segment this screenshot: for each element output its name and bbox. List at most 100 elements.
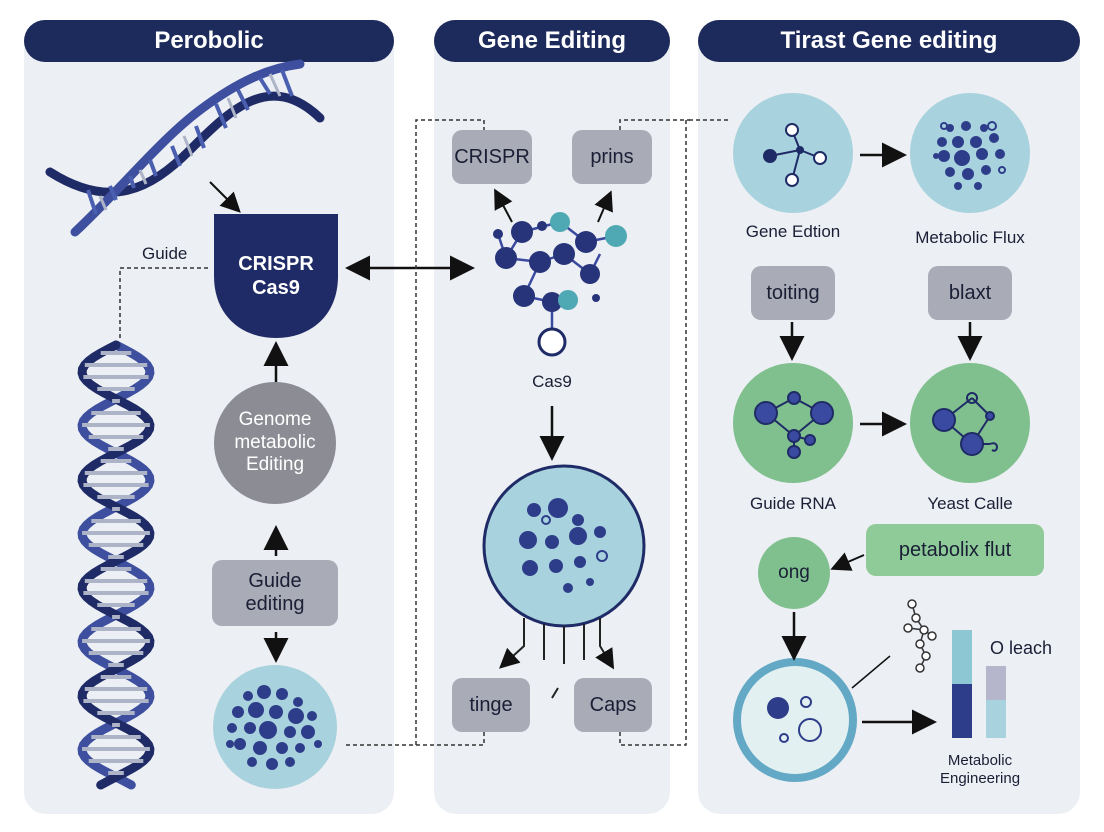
flux-dot bbox=[938, 150, 950, 162]
cell-dot bbox=[285, 757, 295, 767]
flux-dot bbox=[981, 165, 991, 175]
cell-dot bbox=[301, 725, 315, 739]
bar-teal-bottom bbox=[986, 700, 1006, 738]
flux-dot bbox=[974, 182, 982, 190]
guide-label: Guide bbox=[142, 244, 188, 263]
genome-text: Genome metabolic Editing bbox=[214, 402, 336, 484]
guide-rna-network-icon bbox=[754, 391, 834, 459]
panel-header: Perobolic bbox=[24, 20, 394, 62]
arrow bbox=[594, 190, 613, 223]
cell-dot bbox=[596, 550, 608, 562]
gene-edition-circle bbox=[733, 93, 853, 213]
yeast-cell-circle bbox=[910, 363, 1030, 483]
cell-dot bbox=[586, 578, 594, 586]
flux-dot bbox=[961, 121, 971, 131]
cell-dot bbox=[307, 711, 317, 721]
flux-dot bbox=[954, 150, 970, 166]
cell-dot bbox=[269, 705, 283, 719]
arrow bbox=[830, 552, 865, 571]
o-leach-label: O leach bbox=[990, 638, 1053, 658]
panel-title: Tirast Gene editing bbox=[780, 27, 998, 54]
cell-dot bbox=[522, 560, 538, 576]
cell-dot bbox=[549, 559, 563, 573]
cell-dot bbox=[569, 527, 587, 545]
panel-title: Perobolic bbox=[154, 27, 264, 54]
cell-dot bbox=[276, 688, 288, 700]
cell-dot bbox=[527, 503, 541, 517]
cell-dot bbox=[243, 691, 253, 701]
cell-dot bbox=[244, 722, 256, 734]
caps-box: Caps bbox=[574, 678, 652, 732]
flux-dot bbox=[962, 168, 974, 180]
arrow bbox=[494, 188, 513, 223]
engineering-cell-circle bbox=[733, 658, 857, 782]
cas9-label: Cas9 bbox=[532, 372, 572, 391]
cell-dot bbox=[276, 742, 288, 754]
cell-dot bbox=[594, 526, 606, 538]
genome-line: Genome bbox=[238, 408, 312, 430]
ong-label: ong bbox=[778, 561, 810, 583]
cas9-molecule bbox=[493, 212, 627, 357]
yeast-network-icon bbox=[932, 392, 998, 456]
crispr-cas9-shield bbox=[214, 214, 338, 338]
cell-dot bbox=[572, 514, 584, 526]
crispr-cas9-text: CRISPR Cas9 bbox=[214, 246, 338, 306]
prins-box: prins bbox=[572, 130, 652, 184]
panel-header: Gene Editing bbox=[434, 20, 670, 62]
cell-dot bbox=[248, 702, 264, 718]
cell-dot bbox=[232, 706, 244, 718]
flux-dot bbox=[989, 133, 999, 143]
flux-dot bbox=[970, 136, 982, 148]
tinge-box: tinge bbox=[452, 678, 530, 732]
dna-helix-vertical bbox=[77, 340, 155, 790]
flux-dot bbox=[954, 182, 962, 190]
cell-dot bbox=[314, 740, 322, 748]
cell-circle bbox=[482, 464, 646, 628]
panel-header: Tirast Gene editing bbox=[698, 20, 1080, 62]
crispr-box: CRISPR bbox=[452, 130, 532, 184]
network-icon bbox=[763, 123, 827, 187]
cell-dot bbox=[234, 738, 246, 750]
flux-dot bbox=[933, 153, 939, 159]
dashed-connector bbox=[415, 119, 485, 745]
cell-dot bbox=[266, 758, 278, 770]
cell-dot bbox=[563, 583, 573, 593]
flux-dot bbox=[976, 148, 988, 160]
flux-dot bbox=[940, 122, 948, 130]
dashed-connector bbox=[346, 732, 485, 746]
cell-dot bbox=[288, 708, 304, 724]
editing-line: Editing bbox=[245, 454, 305, 476]
flux-dot bbox=[952, 136, 964, 148]
chain-molecule-icon bbox=[903, 599, 937, 673]
petabolix-box: petabolix flut bbox=[866, 524, 1044, 576]
metabolic-line: Metabolic bbox=[947, 752, 1013, 769]
gene-edtion-label: Gene Edtion bbox=[745, 222, 841, 241]
guide-rna-circle bbox=[733, 363, 853, 483]
genome-circle bbox=[214, 382, 336, 504]
guide-line: Guide bbox=[248, 570, 302, 592]
bar-navy-bottom bbox=[952, 684, 972, 738]
metabolic-flux-circle bbox=[910, 93, 1030, 213]
flux-dot bbox=[980, 124, 988, 132]
cas9-line: Cas9 bbox=[252, 277, 300, 299]
cell-dot bbox=[259, 721, 277, 739]
cell-dot bbox=[295, 743, 305, 753]
cell-dot bbox=[541, 515, 551, 525]
toiting-box: toiting bbox=[751, 266, 835, 320]
guide-editing-box: Guide editing bbox=[212, 560, 338, 626]
cell-dot bbox=[247, 757, 257, 767]
yeast-calle-label: Yeast Calle bbox=[927, 494, 1013, 513]
dashed-connector bbox=[119, 267, 208, 338]
metabolic-line: metabolic bbox=[234, 431, 316, 453]
cell-dot bbox=[227, 723, 237, 733]
crispr-line: CRISPR bbox=[238, 253, 314, 275]
dashed-connector bbox=[619, 119, 728, 746]
arrow bbox=[209, 181, 241, 213]
ong-circle bbox=[758, 537, 830, 609]
bar-teal-top bbox=[952, 630, 972, 684]
cell-dot bbox=[548, 498, 568, 518]
bar-lavender-top bbox=[986, 666, 1006, 700]
metabolic-flux-label: Metabolic Flux bbox=[915, 228, 1025, 247]
cell-dot bbox=[574, 556, 586, 568]
